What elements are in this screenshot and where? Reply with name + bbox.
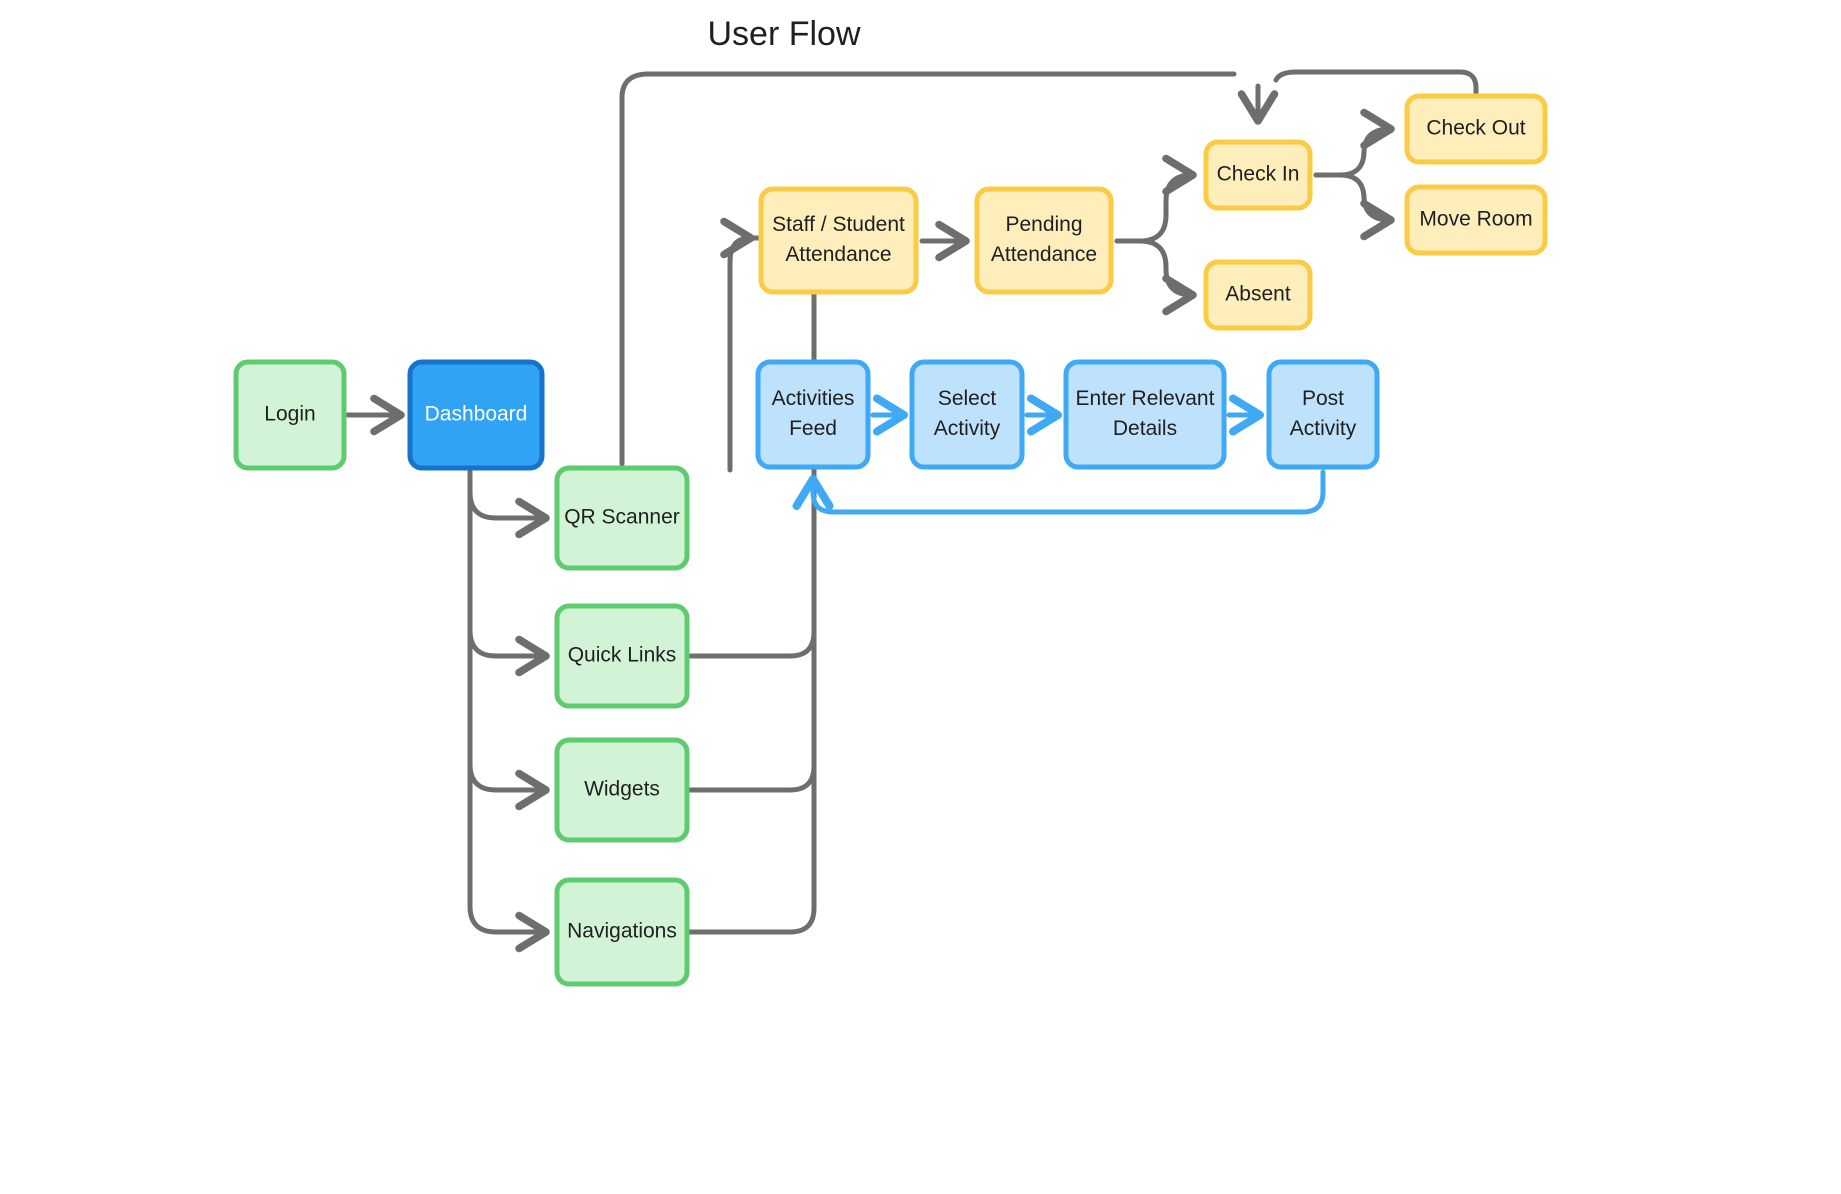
node-label-move-room: Move Room xyxy=(1419,208,1532,231)
node-box-enter-relevant-details xyxy=(1063,359,1227,470)
node-box-qr-scanner xyxy=(554,465,690,571)
node-label-post-activity: Activity xyxy=(1290,417,1357,440)
edge-check-in-to-move-room xyxy=(1313,172,1395,241)
node-check-in[interactable]: Check In xyxy=(1203,139,1313,211)
node-label-widgets: Widgets xyxy=(584,778,660,801)
node-label-activities-feed: Feed xyxy=(789,417,837,440)
node-absent[interactable]: Absent xyxy=(1203,259,1313,331)
node-label-select-activity: Select xyxy=(938,387,997,410)
node-box-dashboard xyxy=(407,359,545,471)
node-box-check-out xyxy=(1404,93,1548,165)
node-label-absent: Absent xyxy=(1225,283,1291,306)
node-label-quick-links: Quick Links xyxy=(568,644,677,667)
node-check-out[interactable]: Check Out xyxy=(1404,93,1548,165)
node-box-quick-links xyxy=(554,603,690,709)
node-label-login: Login xyxy=(264,403,315,426)
node-dashboard[interactable]: Dashboard xyxy=(407,359,545,471)
node-box-login xyxy=(233,359,347,471)
node-box-move-room xyxy=(1404,184,1548,256)
edge-pending-to-absent xyxy=(1114,238,1197,316)
edge-qr-scanner-to-check-in xyxy=(619,71,1237,467)
node-label-post-activity: Post xyxy=(1302,387,1344,410)
node-quick-links[interactable]: Quick Links xyxy=(554,603,690,709)
edge-dashboard-to-quick-links xyxy=(467,469,550,677)
node-label-dashboard: Dashboard xyxy=(425,403,528,426)
edge-check-in-to-check-out xyxy=(1313,108,1395,178)
node-label-staff-student-attendance: Attendance xyxy=(785,243,891,266)
node-navigations[interactable]: Navigations xyxy=(554,877,690,987)
node-label-enter-relevant-details: Enter Relevant xyxy=(1076,387,1215,410)
node-label-navigations: Navigations xyxy=(567,920,677,943)
node-box-check-in xyxy=(1203,139,1313,211)
node-label-qr-scanner: QR Scanner xyxy=(564,506,680,529)
node-login[interactable]: Login xyxy=(233,359,347,471)
node-widgets[interactable]: Widgets xyxy=(554,737,690,843)
edge-check-out-to-check-in xyxy=(1273,69,1479,99)
node-box-absent xyxy=(1203,259,1313,331)
node-box-widgets xyxy=(554,737,690,843)
node-label-check-out: Check Out xyxy=(1426,117,1525,140)
edge-dashboard-to-navigations xyxy=(467,469,550,953)
node-box-navigations xyxy=(554,877,690,987)
node-label-enter-relevant-details: Details xyxy=(1113,417,1177,440)
edge-post-to-activities-loop xyxy=(792,469,1326,515)
node-box-activities-feed xyxy=(755,359,871,470)
node-label-pending-attendance: Pending xyxy=(1005,213,1082,236)
edge-widgets-to-trunk xyxy=(686,259,817,793)
node-label-staff-student-attendance: Staff / Student xyxy=(772,213,905,236)
node-label-select-activity: Activity xyxy=(934,417,1001,440)
edge-dashboard-to-qr-scanner xyxy=(467,469,550,539)
edge-trunk-to-staff-attendance xyxy=(720,217,755,473)
node-qr-scanner[interactable]: QR Scanner xyxy=(554,465,690,571)
edge-pending-to-check-in xyxy=(1114,154,1197,244)
page-title: User Flow xyxy=(707,15,860,53)
node-box-staff-student-attendance xyxy=(758,186,919,295)
node-box-select-activity xyxy=(909,359,1025,470)
edge-navigations-to-activities xyxy=(686,517,817,935)
node-label-pending-attendance: Attendance xyxy=(991,243,1097,266)
node-label-activities-feed: Activities xyxy=(772,387,855,410)
node-move-room[interactable]: Move Room xyxy=(1404,184,1548,256)
node-box-pending-attendance xyxy=(974,186,1114,295)
edges-layer xyxy=(345,69,1479,953)
node-box-post-activity xyxy=(1266,359,1380,470)
node-label-check-in: Check In xyxy=(1217,163,1300,186)
